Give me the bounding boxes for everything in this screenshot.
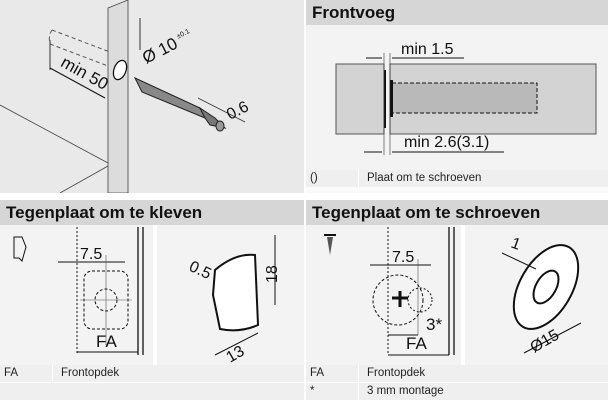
thickness-label: 0.5	[186, 258, 213, 283]
legend-row: FA Frontopdek	[306, 365, 608, 382]
legend-row: * 3 mm montage	[306, 383, 608, 400]
offset-label: 7.5	[392, 249, 414, 266]
legend-row: FA Frontopdek	[0, 365, 304, 382]
legend-row: () Plaat om te schroeven	[306, 170, 608, 187]
legend-key: FA	[0, 365, 53, 382]
frontvoeg-drawing: min 1.5 min 2.6(3.1)	[306, 25, 608, 170]
thickness-label: 1	[509, 235, 523, 254]
diameter-label: Ø 10	[139, 34, 180, 68]
legend-value: Plaat om te schroeven	[367, 172, 482, 184]
protrusion-label: 0.6	[224, 98, 252, 123]
legend-key: *	[306, 383, 359, 400]
width-label: 13	[224, 343, 248, 365]
legend-value: Frontopdek	[61, 367, 120, 379]
gap2-label: min 2.6(3.1)	[404, 134, 489, 151]
fa-label: FA	[96, 332, 117, 351]
schroeven-title: Tegenplaat om te schroeven	[306, 200, 608, 225]
diameter-label: Ø15	[528, 327, 563, 357]
schroeven-drawing: 7.5 3* FA 1 Ø15	[306, 225, 608, 365]
gap-label: min 1.5	[401, 41, 454, 58]
height-label: 18	[264, 265, 281, 283]
legend-row-empty	[0, 383, 304, 400]
mounting-drawing: min 50 Ø 10±0.1 0.6	[0, 0, 252, 194]
offset-label: 7.5	[80, 246, 102, 263]
glue-icon	[13, 236, 27, 262]
schroeven-panel: Tegenplaat om te schroeven 7.5 3* FA 1 Ø…	[306, 200, 608, 403]
fa-label: FA	[406, 334, 427, 353]
frontvoeg-panel: Frontvoeg min 1.5 min 2.6(3.1) () Plaat o…	[306, 0, 608, 193]
mount-label: 3*	[426, 315, 442, 334]
legend-key: ()	[306, 170, 359, 187]
tolerance-label: ±0.1	[176, 28, 191, 40]
legend-value: 3 mm montage	[367, 385, 444, 397]
mounting-illustration: min 50 Ø 10±0.1 0.6	[0, 0, 304, 194]
kleven-panel: Tegenplaat om te kleven 7.5 FA 0.5 18 13…	[0, 200, 304, 403]
legend-value: Frontopdek	[367, 367, 426, 379]
min-depth-label: min 50	[58, 53, 112, 94]
screw-icon	[324, 234, 336, 255]
kleven-title: Tegenplaat om te kleven	[0, 200, 304, 225]
frontvoeg-title: Frontvoeg	[306, 0, 608, 25]
kleven-drawing: 7.5 FA 0.5 18 13	[0, 225, 304, 365]
legend-key: FA	[306, 365, 359, 382]
